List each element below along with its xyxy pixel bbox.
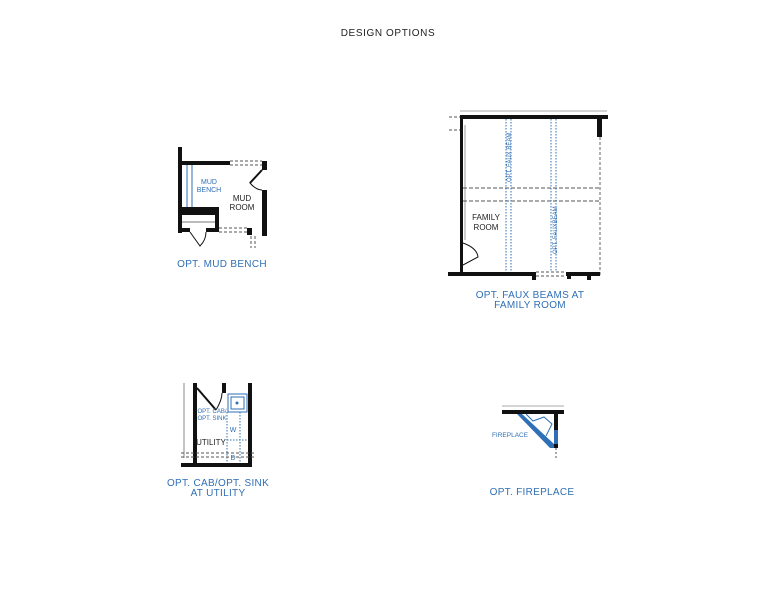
family-room-label: FAMILY	[472, 213, 501, 222]
caption-mud-bench: OPT. MUD BENCH	[177, 259, 267, 270]
opt-cab-label: OPT. CAB/	[197, 409, 226, 415]
caption-faux-beams-line-2: FAMILY ROOM	[494, 300, 566, 311]
dryer-label: D	[230, 455, 235, 462]
mud-bench-label-2: BENCH	[197, 187, 222, 194]
caption-faux-beams-line-1: OPT. FAUX BEAMS AT	[475, 290, 585, 301]
caption-utility-line-1: OPT. CAB/OPT. SINK	[166, 478, 270, 489]
mud-bench-label: MUD	[201, 179, 217, 186]
family-room-plan: FAMILY ROOM OPT. FAUX BEAM OPT. FAUXBEAM	[448, 110, 608, 280]
mud-room-label-2: ROOM	[230, 203, 255, 212]
utility-plan: OPT. CAB/ OPT. SINK UTILITY W D	[181, 383, 255, 467]
fireplace-label: FIREPLACE	[492, 432, 529, 439]
page-title: DESIGN OPTIONS	[340, 28, 436, 39]
mud-room-label: MUD	[233, 194, 251, 203]
caption-utility: OPT. CAB/OPT. SINK AT UTILITY	[148, 479, 288, 499]
family-room-label-2: ROOM	[474, 223, 499, 232]
caption-faux-beams: OPT. FAUX BEAMS AT FAMILY ROOM	[450, 291, 610, 311]
opt-sink-label: OPT. SINK	[197, 416, 226, 422]
utility-label: UTILITY	[196, 438, 226, 447]
caption-utility-line-2: AT UTILITY	[190, 488, 246, 499]
faux-beam-label-2: OPT. FAUXBEAM	[553, 206, 559, 254]
faux-beam-label-1: OPT. FAUX BEAM	[507, 133, 513, 182]
fireplace-plan: FIREPLACE	[492, 405, 564, 458]
mud-bench-plan: MUD BENCH MUD ROOM	[178, 147, 267, 248]
washer-label: W	[230, 427, 237, 434]
caption-fireplace: OPT. FIREPLACE	[489, 487, 575, 498]
